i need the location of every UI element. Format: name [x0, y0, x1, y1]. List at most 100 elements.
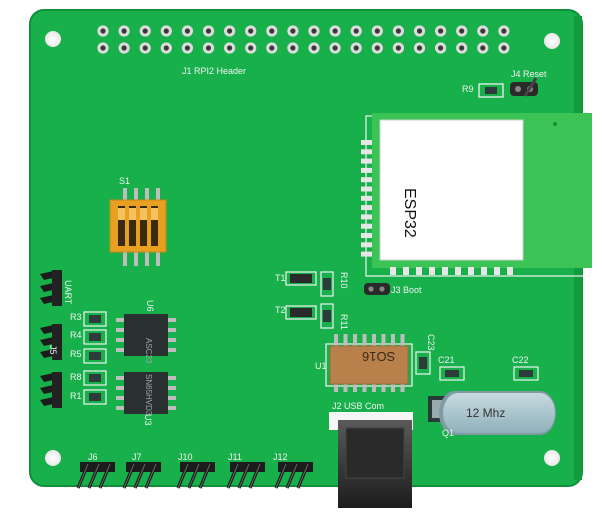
- esp32-pad: [361, 177, 372, 183]
- label-crystal: 12 Mhz: [466, 406, 506, 420]
- label-r3: R3: [70, 312, 82, 322]
- s1-dip-switch: [109, 188, 167, 266]
- chip-pin: [116, 338, 126, 342]
- label-s1: S1: [119, 176, 131, 186]
- s1-pin: [145, 188, 149, 202]
- label-r10: R10: [339, 272, 349, 289]
- label-j3: J3 Boot: [391, 285, 422, 295]
- label-u3-mark: SN65HVD3: [144, 374, 153, 416]
- label-u1-mark: SO16: [362, 349, 396, 364]
- u1-pin: [400, 334, 405, 348]
- esp32-pad: [429, 267, 435, 275]
- esp32-pad: [455, 267, 461, 275]
- r10-resistor: [320, 271, 334, 297]
- esp32-pad: [361, 140, 372, 145]
- u1-pin: [343, 334, 348, 348]
- label-u6-mark: ASC23: [144, 338, 153, 364]
- esp32-pad: [390, 267, 396, 275]
- s1-pin: [123, 250, 127, 266]
- u1-pin: [372, 382, 376, 392]
- u1-pin: [362, 382, 367, 392]
- esp32-pad: [361, 242, 372, 248]
- u1-pin: [334, 382, 338, 392]
- chip-pin: [116, 396, 126, 400]
- c21-capacitor: [439, 366, 465, 381]
- resistor-outline: [83, 370, 107, 386]
- chip-pin: [116, 376, 126, 380]
- chip-pin: [116, 348, 126, 352]
- esp32-pad: [361, 186, 372, 192]
- label-u6: U6: [145, 300, 155, 312]
- label-esp32: ESP32: [401, 188, 418, 238]
- label-r4: R4: [70, 330, 82, 340]
- mounting-hole-tr: [544, 33, 560, 49]
- u1-so16-chip: [325, 334, 413, 392]
- u1-pin: [400, 382, 405, 392]
- j4-reset-jumper: [510, 77, 538, 97]
- s1-lever-slot: [118, 206, 125, 246]
- esp32-pad: [403, 267, 409, 275]
- mounting-hole-tl: [45, 31, 61, 47]
- label-r9: R9: [462, 84, 474, 94]
- esp32-pad: [494, 267, 500, 275]
- j3-boot-jumper: [364, 283, 390, 295]
- label-t1: T1: [275, 273, 286, 283]
- s1-pin: [134, 188, 138, 202]
- esp32-module: [361, 113, 592, 277]
- esp32-pad: [361, 149, 372, 155]
- label-j5: J5: [48, 345, 58, 355]
- esp32-pad: [416, 267, 422, 275]
- u1-pin: [381, 382, 386, 392]
- s1-lever-slot: [140, 206, 147, 246]
- label-j1: J1 RPI2 Header: [182, 66, 247, 76]
- chip-pin: [166, 338, 176, 342]
- j1-header-pins: [97, 25, 510, 54]
- r11-resistor: [320, 303, 334, 329]
- s1-pin: [156, 188, 160, 202]
- u3-chip: [116, 372, 176, 414]
- label-j2: J2 USB Com: [332, 401, 385, 411]
- label-r1: R1: [70, 391, 82, 401]
- s1-pin: [145, 250, 149, 266]
- u1-pin: [391, 382, 395, 392]
- resistor-outline: [83, 329, 107, 345]
- s1-lever: [129, 208, 136, 220]
- label-t2: T2: [275, 305, 286, 315]
- label-j10: J10: [178, 452, 193, 462]
- esp32-pad: [481, 267, 487, 275]
- esp32-pad: [507, 267, 513, 275]
- r9-resistor: [478, 83, 504, 98]
- label-r8: R8: [70, 372, 82, 382]
- chip-pin: [166, 396, 176, 400]
- bottom-headers: [76, 462, 313, 489]
- s1-lever: [118, 208, 125, 220]
- label-c21: C21: [438, 355, 455, 365]
- label-j7: J7: [132, 452, 142, 462]
- label-j11: J11: [228, 452, 242, 462]
- esp32-pad: [361, 158, 372, 164]
- chip-pin: [116, 328, 126, 332]
- u1-pin: [381, 334, 386, 348]
- u1-pin: [353, 382, 357, 392]
- chip-pin: [166, 376, 176, 380]
- s1-lever: [151, 208, 158, 220]
- u1-pin: [343, 382, 348, 392]
- label-c22: C22: [512, 355, 529, 365]
- esp32-pad: [361, 205, 372, 211]
- chip-pin: [116, 318, 126, 322]
- t2-transistor: [285, 305, 317, 320]
- chip-pin: [166, 406, 176, 410]
- chip-pin: [166, 348, 176, 352]
- s1-pin: [156, 250, 160, 266]
- u1-pin: [372, 334, 376, 348]
- mounting-hole-br: [544, 450, 560, 466]
- s1-pin: [134, 250, 138, 266]
- s1-lever-slot: [151, 206, 158, 246]
- s1-lever: [140, 208, 147, 220]
- u1-pin: [362, 334, 367, 348]
- esp32-pad: [361, 223, 372, 229]
- resistor-outline: [83, 348, 107, 364]
- resistor-outline: [83, 311, 107, 327]
- esp32-pad: [361, 167, 372, 173]
- u1-pin: [353, 334, 357, 348]
